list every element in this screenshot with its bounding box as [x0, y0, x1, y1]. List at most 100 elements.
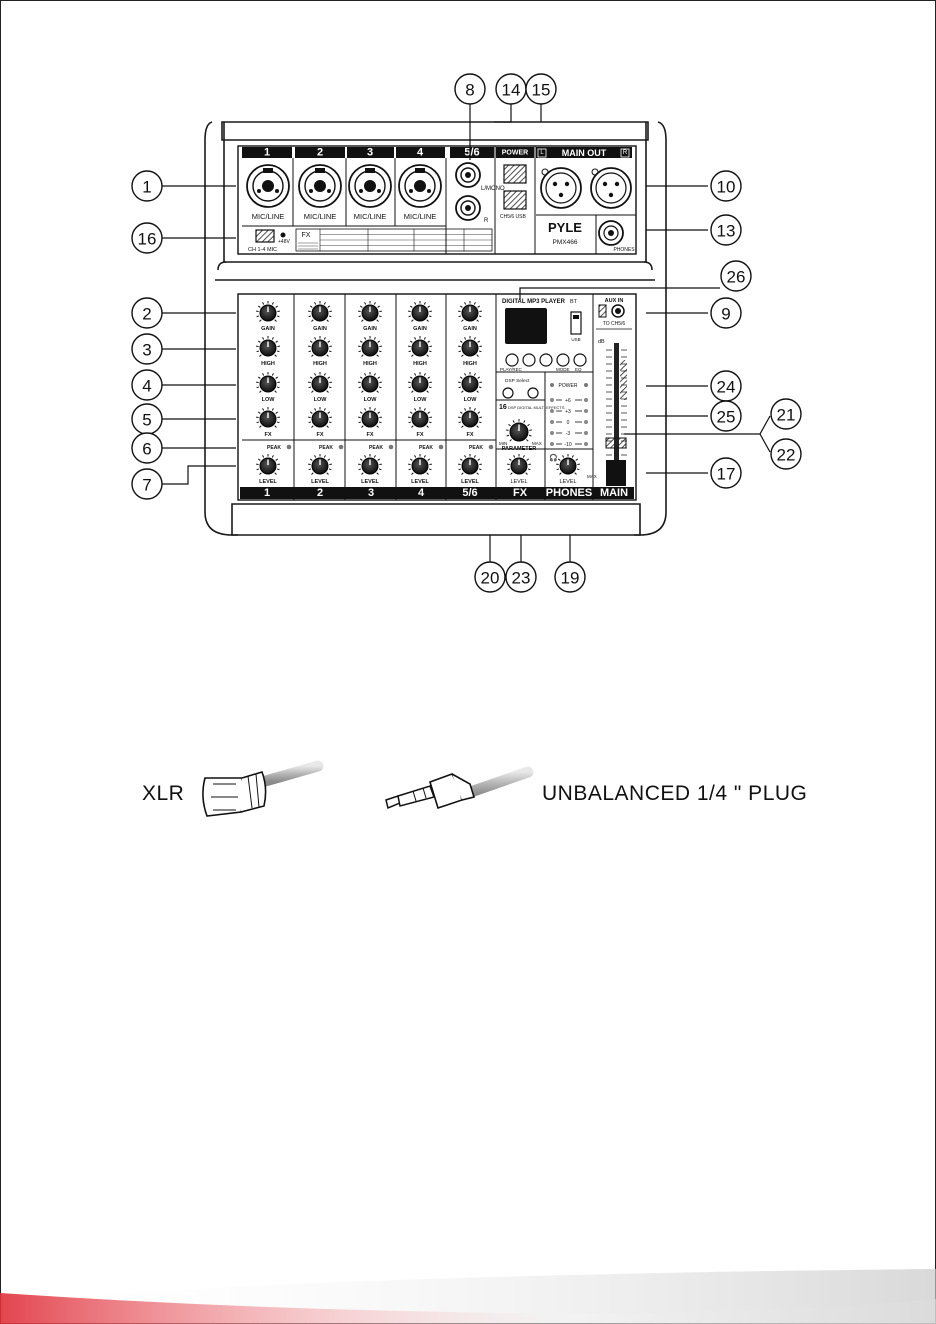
fx-level-label: LEVEL	[510, 479, 527, 485]
bottom-ch-3: 3	[368, 487, 374, 499]
callout-20: 20	[474, 561, 506, 593]
callout-number-21: 21	[777, 406, 796, 425]
gain-label-ch3: GAIN	[363, 326, 377, 332]
callout-16: 16	[131, 222, 163, 254]
callout-7: 7	[131, 468, 163, 500]
combo-jack-2[interactable]	[298, 164, 342, 208]
power-switch[interactable]	[503, 164, 527, 184]
fx-knob-ch2[interactable]	[308, 407, 332, 428]
player-display	[505, 308, 547, 344]
ch56-usb-switch[interactable]	[503, 190, 527, 210]
fader-scale	[606, 349, 627, 456]
high-knob-ch2[interactable]	[308, 336, 332, 357]
level-knob-ch4[interactable]	[408, 454, 432, 475]
main-out-xlr-right[interactable]	[590, 167, 632, 209]
callout-number-2: 2	[142, 305, 151, 324]
dsp-effects-label: DSP DIGITAL MULTI EFFECTS	[508, 405, 565, 410]
player-button-next[interactable]	[539, 353, 553, 367]
meter-label-2: 0	[567, 420, 570, 426]
high-knob-ch4[interactable]	[408, 336, 432, 357]
player-title: DIGITAL MP3 PLAYER	[502, 299, 566, 305]
fx-knob-ch3[interactable]	[358, 407, 382, 428]
top-ch-2: 2	[317, 147, 323, 159]
gain-knob-ch4[interactable]	[408, 301, 432, 322]
dsp-select-down[interactable]	[502, 387, 514, 399]
callouts	[162, 104, 771, 562]
low-knob-ch1[interactable]	[256, 372, 280, 393]
combo-jack-4[interactable]	[398, 164, 442, 208]
gain-knob-ch1[interactable]	[256, 301, 280, 322]
level-knob-ch5[interactable]	[458, 454, 482, 475]
jack-56-right[interactable]	[455, 195, 481, 221]
aux-switch[interactable]	[598, 304, 607, 318]
bottom-ch-fx: FX	[513, 487, 528, 499]
callout-9: 9	[710, 297, 742, 329]
usb-label: USB	[571, 337, 580, 342]
high-label-ch2: HIGH	[313, 361, 327, 367]
meter-led-right-0	[584, 398, 588, 402]
phantom-switch[interactable]	[255, 229, 275, 243]
main-out-xlr-left[interactable]	[540, 167, 582, 209]
peak-label-ch3: PEAK	[369, 445, 383, 451]
peak-led-ch4	[438, 444, 444, 450]
fx-knob-ch4[interactable]	[408, 407, 432, 428]
fader-track	[614, 343, 619, 465]
phones-jack[interactable]	[598, 220, 624, 246]
gain-knob-ch2[interactable]	[308, 301, 332, 322]
fx-preset-table: FX	[295, 228, 493, 252]
low-knob-ch4[interactable]	[408, 372, 432, 393]
combo-jack-3[interactable]	[348, 164, 392, 208]
callout-26: 26	[720, 260, 752, 292]
callout-24: 24	[710, 370, 742, 402]
player-button-eq[interactable]	[573, 353, 587, 367]
play-rec-label: PLAY/REC	[500, 367, 523, 372]
low-knob-ch5[interactable]	[458, 372, 482, 393]
low-knob-ch3[interactable]	[358, 372, 382, 393]
mic-line-label-4: MIC/LINE	[404, 212, 437, 221]
jack-56-left[interactable]	[455, 162, 481, 188]
dsp-select-up[interactable]	[527, 387, 539, 399]
usb-port[interactable]	[570, 311, 582, 335]
player-button-prev[interactable]	[522, 353, 536, 367]
aux-in-label: AUX IN	[605, 298, 624, 304]
phones-level-knob[interactable]	[556, 454, 580, 475]
main-out-l: L	[540, 150, 544, 156]
level-label-ch2: LEVEL	[311, 479, 329, 485]
fx-level-knob[interactable]	[507, 454, 531, 475]
low-knob-ch2[interactable]	[308, 372, 332, 393]
high-knob-ch5[interactable]	[458, 336, 482, 357]
level-label-ch3: LEVEL	[361, 479, 379, 485]
top-ch-3: 3	[367, 147, 373, 159]
dsp-section: DSP Select 16 DSP DIGITAL MULTI EFFECTS …	[499, 378, 565, 452]
high-label-ch1: HIGH	[261, 361, 275, 367]
high-knob-ch1[interactable]	[256, 336, 280, 357]
high-knob-ch3[interactable]	[358, 336, 382, 357]
callout-number-14: 14	[502, 81, 521, 100]
callout-25: 25	[710, 400, 742, 432]
fx-label-ch4: FX	[416, 432, 423, 438]
low-label-ch1: LOW	[262, 397, 276, 403]
input-panel: 1 2 3 4 5/6 POWER MAIN OUT L R	[237, 145, 637, 255]
main-fader-cap[interactable]	[605, 437, 627, 449]
level-knob-ch3[interactable]	[358, 454, 382, 475]
callout-number-3: 3	[142, 341, 151, 360]
level-knob-ch2[interactable]	[308, 454, 332, 475]
callout-21: 21	[770, 398, 802, 430]
phantom-label: +48V	[278, 239, 290, 245]
meter-label-0: +6	[565, 398, 571, 404]
combo-jack-1[interactable]	[246, 164, 290, 208]
fx-knob-ch1[interactable]	[256, 407, 280, 428]
callout-number-19: 19	[561, 569, 580, 588]
player-button-play[interactable]	[505, 353, 519, 367]
level-knob-ch1[interactable]	[256, 454, 280, 475]
player-button-mode[interactable]	[556, 353, 570, 367]
gain-knob-ch3[interactable]	[358, 301, 382, 322]
dsp-parameter-knob[interactable]	[506, 419, 532, 442]
fx-label-ch3: FX	[366, 432, 373, 438]
peak-label-ch4: PEAK	[419, 445, 433, 451]
fx-knob-ch5[interactable]	[458, 407, 482, 428]
gain-knob-ch5[interactable]	[458, 301, 482, 322]
fx-box-label: FX	[302, 232, 311, 239]
xlr-label: XLR	[142, 782, 185, 805]
